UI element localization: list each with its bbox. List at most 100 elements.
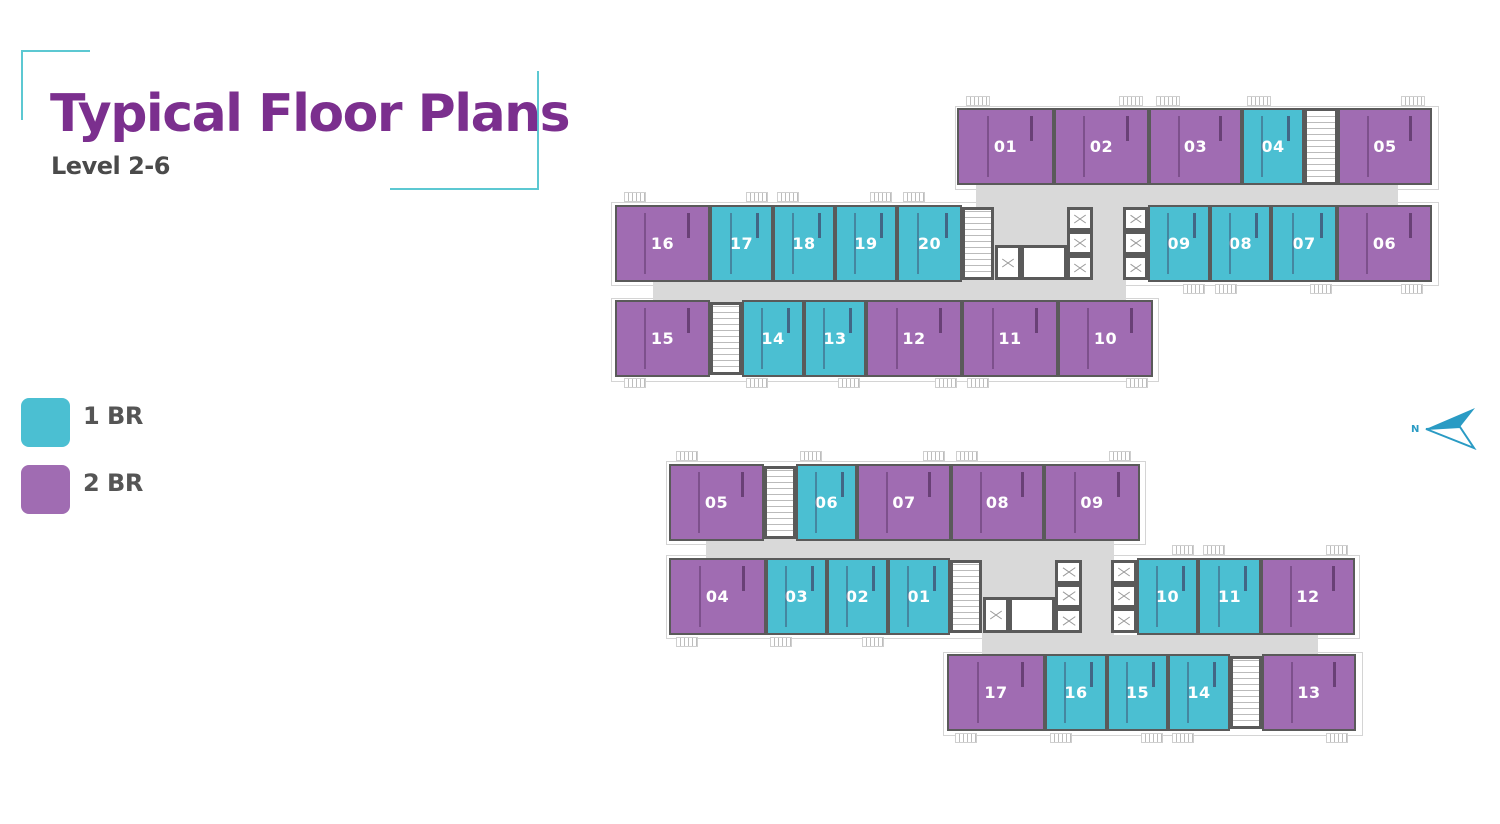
building-a-unit-08[interactable]: 08 [1210, 205, 1271, 282]
balcony [1141, 733, 1163, 743]
frame-top-left-horizontal [21, 50, 90, 52]
building-a-unit-20[interactable]: 20 [897, 205, 962, 282]
balcony [967, 378, 989, 388]
building-a-unit-03[interactable]: 03 [1149, 108, 1242, 185]
compass-north-label: N [1411, 424, 1420, 435]
building-a-unit-14[interactable]: 14 [742, 300, 804, 377]
building-a-service-room [1021, 245, 1067, 280]
building-b-unit-03[interactable]: 03 [766, 558, 827, 635]
building-b-lift-7 [1111, 608, 1137, 633]
building-a-unit-06[interactable]: 06 [1337, 205, 1432, 282]
balcony [624, 378, 646, 388]
building-a-unit-16[interactable]: 16 [615, 205, 710, 282]
balcony [1119, 96, 1143, 106]
building-b-unit-05[interactable]: 05 [669, 464, 764, 541]
building-a-unit-11[interactable]: 11 [962, 300, 1058, 377]
balcony [1326, 733, 1348, 743]
building-b-unit-01[interactable]: 01 [888, 558, 950, 635]
balcony [777, 192, 799, 202]
building-b-unit-04[interactable]: 04 [669, 558, 766, 635]
legend-swatch-2br [21, 465, 70, 514]
legend-label-1br: 1 BR [83, 401, 143, 430]
balcony [923, 451, 945, 461]
balcony [1109, 451, 1131, 461]
balcony [956, 451, 978, 461]
balcony [862, 637, 884, 647]
building-a-unit-17[interactable]: 17 [710, 205, 773, 282]
building-a-unit-04[interactable]: 04 [1242, 108, 1304, 185]
building-a-unit-18[interactable]: 18 [773, 205, 835, 282]
building-b-unit-06[interactable]: 06 [796, 464, 857, 541]
balcony [955, 733, 977, 743]
building-b-unit-13[interactable]: 13 [1262, 654, 1356, 731]
north-arrow-icon [1425, 408, 1477, 451]
building-b-unit-09[interactable]: 09 [1044, 464, 1140, 541]
building-b-unit-10[interactable]: 10 [1137, 558, 1198, 635]
balcony [1172, 545, 1194, 555]
balcony [1126, 378, 1148, 388]
building-b-service-room [1009, 597, 1055, 633]
building-a-lift-5 [1123, 207, 1148, 231]
balcony [966, 96, 990, 106]
frame-bottom-right-vertical [537, 71, 539, 190]
building-b-lift-1 [983, 597, 1009, 633]
building-b-unit-11[interactable]: 11 [1198, 558, 1261, 635]
building-a-unit-07[interactable]: 07 [1271, 205, 1337, 282]
building-a-lift-2 [1067, 207, 1093, 231]
building-b-stair-east [1230, 656, 1262, 729]
frame-top-left-vertical [21, 50, 23, 120]
page-title: Typical Floor Plans [50, 84, 571, 144]
building-a-lift-6 [1123, 231, 1148, 255]
building-a-unit-09[interactable]: 09 [1148, 205, 1210, 282]
building-b-stair-core [950, 560, 982, 633]
building-a-stair-west [710, 302, 742, 375]
balcony [624, 192, 646, 202]
balcony [770, 637, 792, 647]
balcony [1401, 96, 1425, 106]
balcony [1156, 96, 1180, 106]
building-b-unit-12[interactable]: 12 [1261, 558, 1355, 635]
frame-bottom-right-horizontal [390, 188, 539, 190]
building-a-unit-15[interactable]: 15 [615, 300, 710, 377]
balcony [1203, 545, 1225, 555]
page-subtitle: Level 2-6 [51, 152, 170, 180]
balcony [1310, 284, 1332, 294]
balcony [1183, 284, 1205, 294]
building-b-unit-16[interactable]: 16 [1045, 654, 1107, 731]
building-a-lift-3 [1067, 231, 1093, 255]
building-a-unit-01[interactable]: 01 [957, 108, 1054, 185]
building-a-unit-19[interactable]: 19 [835, 205, 897, 282]
building-b-unit-15[interactable]: 15 [1107, 654, 1168, 731]
building-a-unit-05[interactable]: 05 [1338, 108, 1432, 185]
legend-label-2br: 2 BR [83, 468, 143, 497]
building-b-lift-3 [1055, 584, 1082, 608]
building-a-lift-4 [1067, 255, 1093, 280]
legend-item-1br: 1 BR [21, 398, 143, 447]
balcony [838, 378, 860, 388]
legend-item-2br: 2 BR [21, 465, 143, 514]
balcony [903, 192, 925, 202]
balcony [1215, 284, 1237, 294]
building-a-stair-core [962, 207, 994, 280]
building-a-unit-13[interactable]: 13 [804, 300, 866, 377]
building-b-unit-08[interactable]: 08 [951, 464, 1044, 541]
balcony [676, 451, 698, 461]
balcony [1401, 284, 1423, 294]
building-b-lift-6 [1111, 584, 1137, 608]
building-b-stair-west [764, 466, 796, 539]
building-b-unit-07[interactable]: 07 [857, 464, 951, 541]
building-b-unit-02[interactable]: 02 [827, 558, 888, 635]
building-a-unit-02[interactable]: 02 [1054, 108, 1149, 185]
building-b-lift-4 [1055, 608, 1082, 633]
legend-swatch-1br [21, 398, 70, 447]
balcony [1172, 733, 1194, 743]
balcony [800, 451, 822, 461]
building-a-unit-12[interactable]: 12 [866, 300, 962, 377]
building-b-unit-14[interactable]: 14 [1168, 654, 1230, 731]
balcony [746, 192, 768, 202]
balcony [1050, 733, 1072, 743]
building-b-unit-17[interactable]: 17 [947, 654, 1045, 731]
balcony [1247, 96, 1271, 106]
balcony [870, 192, 892, 202]
building-a-unit-10[interactable]: 10 [1058, 300, 1153, 377]
